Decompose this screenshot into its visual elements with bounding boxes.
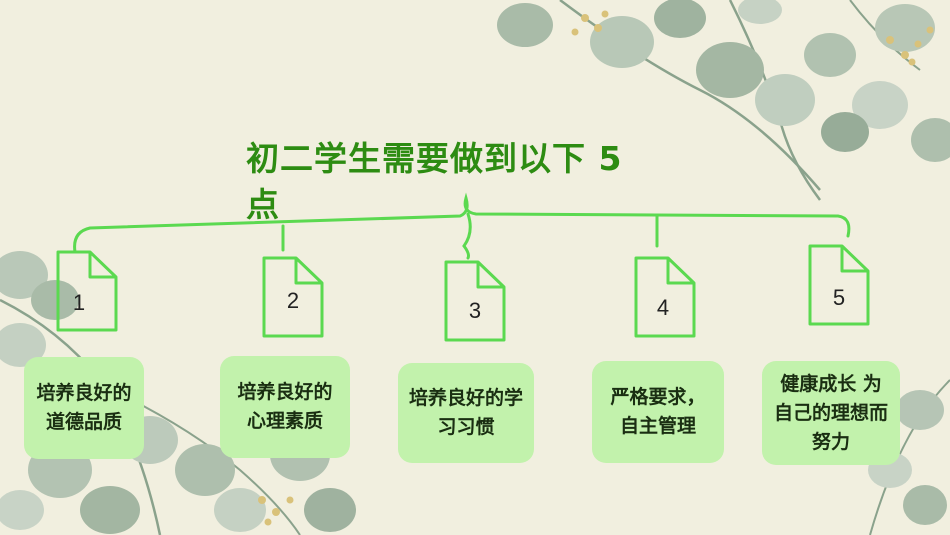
document-icon (634, 256, 696, 338)
document-icon (56, 250, 118, 332)
item-text: 严格要求，自主管理 (610, 386, 706, 437)
item-card: 培养良好的道德品质 (24, 357, 144, 459)
slide-title: 初二学生需要做到以下 5 点 (246, 139, 623, 224)
document-icon (262, 256, 324, 338)
item-card: 健康成长 为自己的理想而努力 (762, 361, 900, 465)
eucalyptus-bottom-right-decoration (868, 379, 950, 535)
item-number: 3 (468, 298, 482, 323)
eucalyptus-bottom-left-decoration (0, 251, 356, 535)
eucalyptus-top-right-decoration (497, 0, 950, 201)
item-text: 培养良好的心理素质 (237, 381, 333, 432)
document-icon (808, 244, 870, 326)
item-number: 1 (72, 290, 86, 315)
item-number: 5 (832, 285, 846, 310)
item-card: 严格要求，自主管理 (592, 361, 724, 463)
item-card: 培养良好的心理素质 (220, 356, 350, 458)
item-number: 2 (286, 288, 300, 313)
bracket-connector (73, 192, 851, 260)
item-card: 培养良好的学习习惯 (398, 363, 534, 463)
item-text: 健康成长 为自己的理想而努力 (773, 372, 888, 453)
item-number: 4 (656, 295, 670, 320)
item-text: 培养良好的道德品质 (36, 382, 132, 433)
item-text: 培养良好的学习习惯 (408, 387, 523, 438)
document-icon (444, 260, 506, 342)
